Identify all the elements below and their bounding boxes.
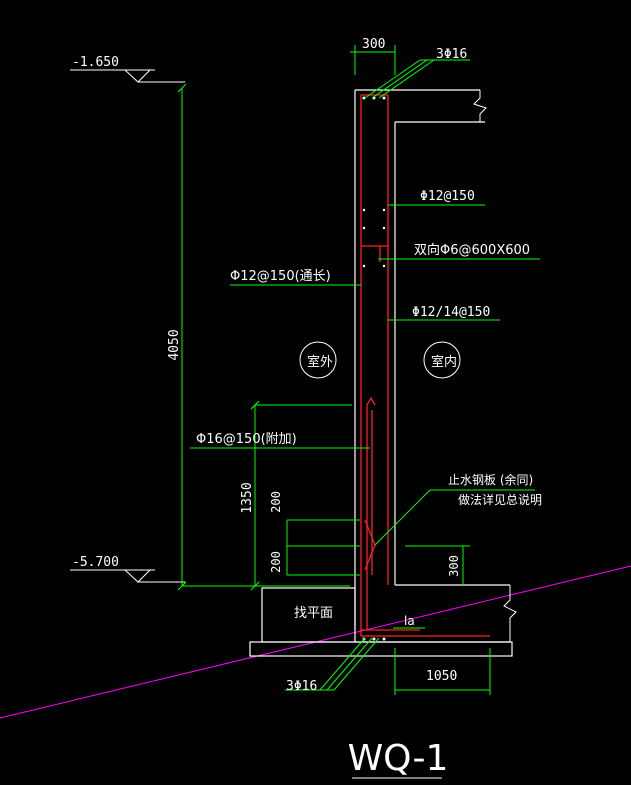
label-bottom-bars: 3Φ16 [286,679,317,694]
dimension-lines [177,45,491,695]
label-outer-vertical: Φ12@150(通长) [230,269,331,284]
label-zone-inside: 室内 [431,354,457,370]
label-inner-horizontal: Φ12@150 [420,189,475,204]
elevation-triangle-icon [123,69,152,83]
label-top-bars: 3Φ16 [436,47,467,62]
rebar-group [360,94,490,637]
dim-footing-extension: 1050 [426,669,457,684]
elevation-top-label: -1.650 [72,55,119,70]
label-inner-vertical: Φ12/14@150 [412,305,490,320]
note-waterstop-line2: 做法详见总说明 [458,492,542,507]
label-anchorage: la [404,614,415,628]
dim-waterstop-lower: 200 [269,551,283,573]
dim-height-lower: 1350 [240,482,255,513]
leader-lines [190,59,540,691]
elevation-marker-bottom: -5.700 [70,555,185,583]
elevation-marker-top: -1.650 [70,55,185,83]
note-leveling: 找平面 [294,606,333,621]
dim-waterstop-upper: 200 [269,491,283,513]
elevation-bottom-label: -5.700 [72,555,119,570]
dim-slab-thickness: 300 [447,555,461,577]
label-zone-outside: 室外 [307,354,333,370]
label-added-bars: Φ16@150(附加) [196,432,297,447]
elevation-triangle-icon [123,569,152,583]
zone-outside-circle [299,341,337,379]
break-line-icon [473,90,517,642]
dim-wall-thickness: 300 [362,37,385,52]
rebar-dots [362,96,386,641]
dim-height-total: 4050 [167,329,182,360]
drawing-title: WQ-1 [348,738,449,779]
label-tie-bars: 双向Φ6@600X600 [414,242,530,258]
zone-inside-circle [423,341,461,379]
wall-outline [249,89,513,657]
note-waterstop-line1: 止水钢板 (余同) [448,472,533,487]
